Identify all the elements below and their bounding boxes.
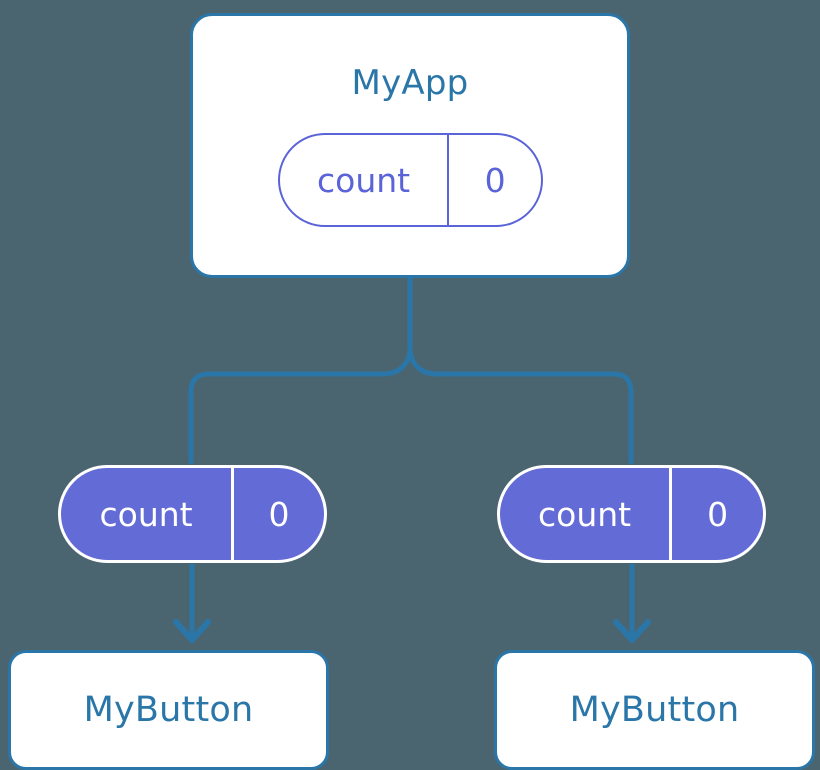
left-leaf-component-title: MyButton: [83, 689, 254, 730]
root-component-title: MyApp: [351, 63, 469, 103]
right-branch-state-value: 0: [669, 468, 763, 560]
root-state-pill[interactable]: count 0: [278, 133, 543, 227]
left-leaf-component-box[interactable]: MyButton: [8, 650, 329, 770]
arrow-head-left-icon: [173, 619, 211, 643]
branch-connector-left: [188, 347, 413, 465]
root-state-key: count: [317, 160, 411, 200]
left-branch-state-key: count: [99, 494, 193, 534]
left-branch-state-pill[interactable]: count 0: [58, 465, 327, 563]
root-state-value: 0: [447, 135, 541, 225]
right-leaf-component-box[interactable]: MyButton: [494, 650, 815, 770]
right-leaf-component-title: MyButton: [569, 689, 740, 730]
right-branch-state-pill[interactable]: count 0: [497, 465, 766, 563]
right-branch-state-key: count: [538, 494, 632, 534]
left-branch-state-value: 0: [231, 468, 324, 560]
arrow-head-right-icon: [613, 619, 651, 643]
branch-connector-right: [407, 347, 634, 465]
